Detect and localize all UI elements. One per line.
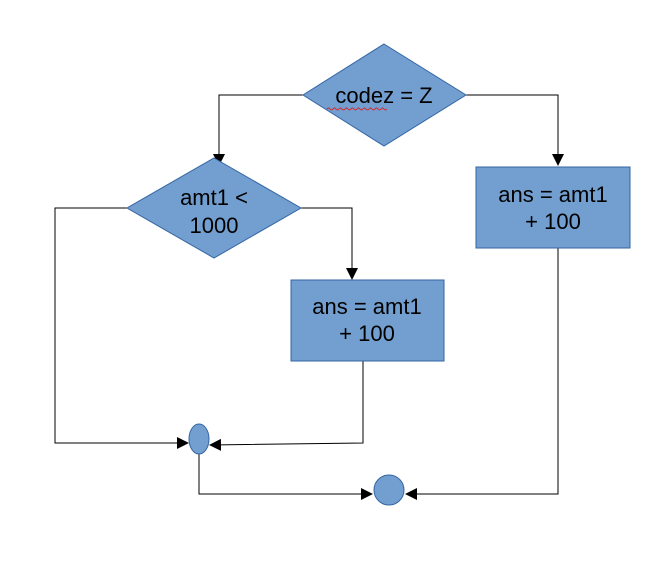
decision-left-shape [125, 157, 303, 259]
process-right[interactable]: ans = amt1 + 100 [475, 166, 631, 249]
edge-top-to-right-process [466, 94, 564, 166]
merge-final-node[interactable] [373, 474, 405, 506]
edge-left-decision-to-middle-process [301, 207, 358, 280]
edge-middle-process-to-inner-merge [209, 361, 364, 451]
process-middle-shape [290, 279, 445, 362]
decision-codez[interactable]: codez = Z [302, 43, 467, 147]
process-right-line2: + 100 [525, 209, 581, 234]
decision-top-label: codez = Z [335, 83, 432, 108]
edge-inner-merge-to-final-merge [198, 454, 373, 500]
process-right-line1: ans = amt1 [498, 182, 607, 207]
process-middle-line2: + 100 [339, 321, 395, 346]
process-middle-line1: ans = amt1 [312, 294, 421, 319]
process-right-shape [475, 166, 631, 249]
decision-top-shape [302, 43, 467, 147]
edge-right-process-to-final-merge [405, 248, 559, 500]
edges [54, 94, 564, 500]
edge-left-decision-to-inner-merge [54, 207, 189, 449]
edge-top-to-left-decision [213, 94, 303, 166]
decision-left-line2: 1000 [190, 213, 239, 238]
process-middle[interactable]: ans = amt1 + 100 [290, 279, 445, 362]
merge-inner-node[interactable] [188, 423, 210, 455]
decision-amt1[interactable]: amt1 < 1000 [125, 157, 303, 259]
spellcheck-underline [326, 107, 388, 111]
decision-left-line1: amt1 < [180, 185, 248, 210]
